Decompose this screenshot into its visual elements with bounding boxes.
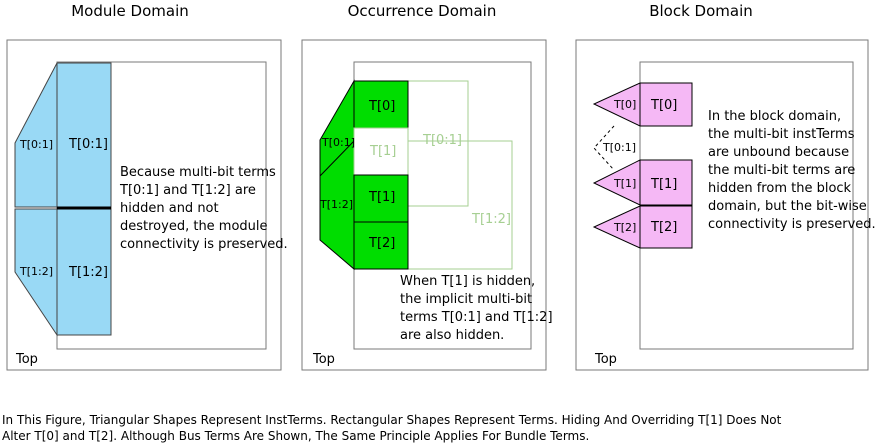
occurrence-hidden-label-1-2: T[1:2] [471,212,511,227]
block-domain-title: Block Domain [649,2,753,20]
occurrence-note: When T[1] is hidden, the implicit multi-… [400,274,557,343]
figure-caption: In This Figure, Triangular Shapes Repres… [2,412,874,444]
block-top-label: Top [594,352,617,367]
module-note-line: Because multi-bit terms [120,165,276,180]
module-top-label: Top [15,352,38,367]
module-domain-title: Module Domain [71,2,189,20]
occurrence-outer-frame [301,39,547,371]
module-outer-frame [6,39,282,371]
block-inst-label-2: T[2] [613,221,636,234]
occurrence-term-2 [353,221,409,270]
occurrence-term-label-1: T[1] [368,190,395,205]
block-note-line: are unbound because [708,145,849,160]
occurrence-term-label-2: T[2] [368,236,395,251]
occurrence-domain-panel: Occurrence Domain Top T[0:1] T[1:2] T[0:… [301,2,557,371]
occurrence-inst-label-1-2: T[1:2] [319,198,353,211]
block-unbound-instterm-0-1 [593,125,615,171]
occurrence-domain-title: Occurrence Domain [348,2,497,20]
block-domain-panel: Block Domain Top T[0] T[0:1] T[1] T[2] T… [575,2,876,371]
block-note-line: domain, but the bit-wise [708,199,867,214]
block-inst-label-0-1: T[0:1] [602,141,636,154]
occurrence-hidden-label-0-1: T[0:1] [422,133,462,148]
module-domain-panel: Module Domain Top T[0:1] T[1:2] T[0:1] T… [6,2,288,371]
module-instterm-0-1 [14,62,58,208]
block-outer-frame [575,39,869,371]
module-note-line: T[0:1] and T[1:2] are [119,183,256,198]
block-instterm-0 [592,82,693,127]
block-note-line: connectivity is preserved. [708,217,876,232]
block-note: In the block domain, the multi-bit instT… [708,109,876,232]
block-note-line: the multi-bit terms are [708,163,855,178]
module-note-line: connectivity is preserved. [120,237,288,252]
occurrence-note-line: terms T[0:1] and T[1:2] [400,310,553,325]
occurrence-inst-label-0-1: T[0:1] [321,136,355,149]
module-note-line: hidden and not [120,201,219,216]
block-note-line: In the block domain, [708,109,841,124]
occurrence-term-1-hidden [353,127,409,176]
occurrence-note-line: When T[1] is hidden, [400,274,535,289]
block-term-label-0: T[0] [650,98,677,113]
module-inst-label-0-1: T[0:1] [19,138,53,151]
occurrence-note-line: are also hidden. [400,328,504,343]
module-term-1-2 [56,207,112,336]
module-term-label-1-2: T[1:2] [68,265,108,280]
block-note-line: the multi-bit instTerms [708,127,855,142]
block-term-label-2: T[2] [650,220,677,235]
block-inst-label-1: T[1] [613,177,636,190]
module-term-label-0-1: T[0:1] [68,137,108,152]
module-note: Because multi-bit terms T[0:1] and T[1:2… [119,165,288,252]
occurrence-term-label-1-hidden: T[1] [369,144,396,159]
block-note-line: hidden from the block [708,181,852,196]
module-inst-label-1-2: T[1:2] [19,265,53,278]
module-term-0-1 [56,62,112,209]
caption-line: Alter T[0] and T[2]. Although Bus Terms … [2,429,590,443]
occurrence-term-label-0: T[0] [368,99,395,114]
module-note-line: destroyed, the module [120,219,268,234]
occurrence-top-label: Top [312,352,335,367]
occurrence-note-line: the implicit multi-bit [400,292,532,307]
block-inst-label-0: T[0] [613,98,636,111]
block-instterm-2 [592,205,693,249]
block-term-label-1: T[1] [650,177,677,192]
block-instterm-1 [592,159,693,206]
caption-line: In This Figure, Triangular Shapes Repres… [2,413,782,427]
